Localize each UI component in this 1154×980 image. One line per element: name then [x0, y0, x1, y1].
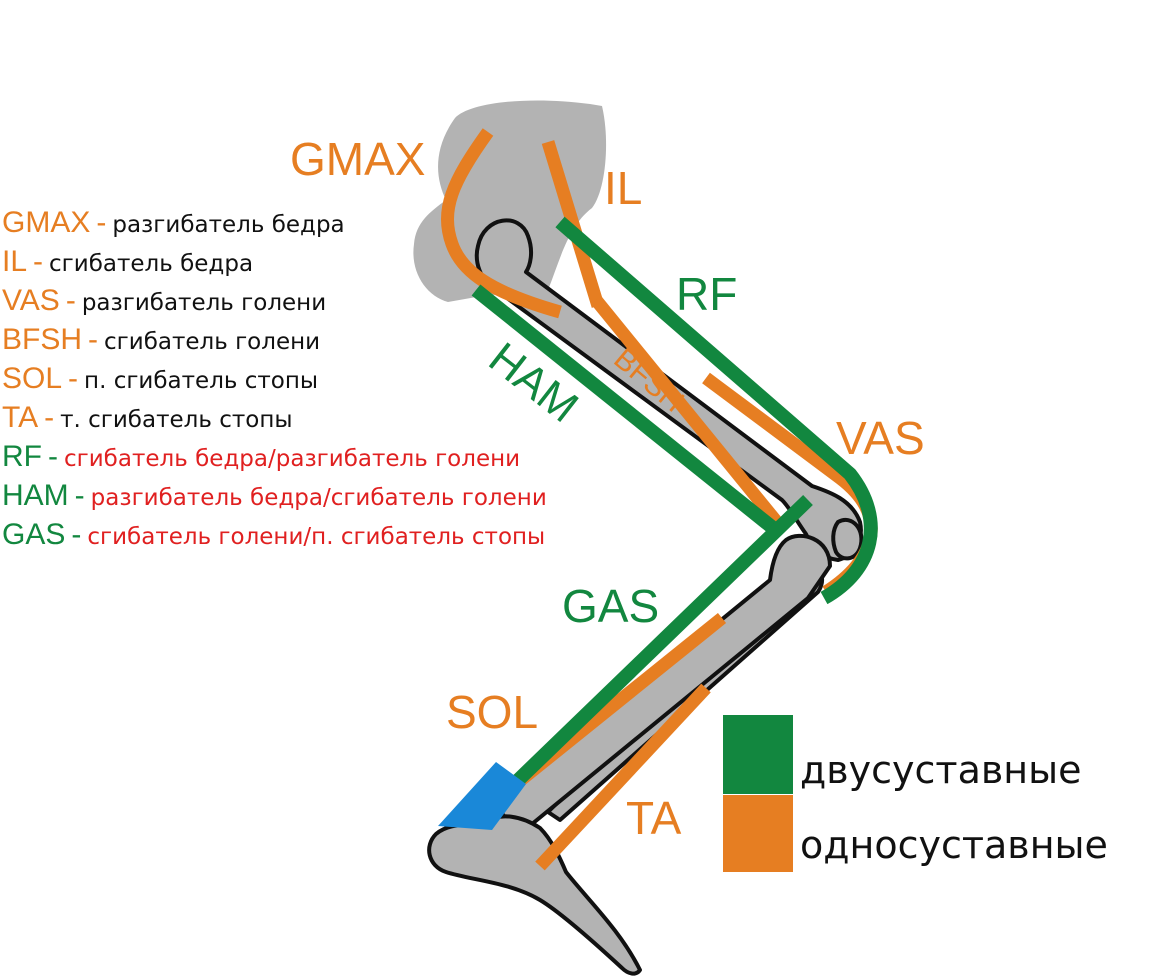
legend-description: сгибатель голени/п. сгибатель стопы: [87, 524, 546, 550]
muscle-gmax: [441, 128, 562, 319]
legend-separator: -: [74, 479, 85, 512]
legend-item: GMAX-разгибатель бедра: [2, 203, 547, 242]
legend-description: разгибатель бедра/сгибатель голени: [90, 485, 547, 511]
label-vas: VAS: [836, 412, 925, 464]
label-gmax: GMAX: [290, 133, 425, 185]
legend-description: т. сгибатель стопы: [60, 407, 293, 433]
legend-description: сгибатель бедра/разгибатель голени: [64, 446, 521, 472]
legend-separator: -: [44, 401, 55, 434]
legend-separator: -: [48, 440, 58, 473]
swatch-label-two-joint: двусуставные: [800, 748, 1082, 792]
legend-item: TA-т. сгибатель стопы: [2, 398, 547, 437]
legend-separator: -: [71, 518, 82, 551]
label-rf: RF: [676, 268, 737, 320]
legend-abbr: GAS: [2, 518, 66, 551]
heel-marker: [438, 762, 526, 830]
legend-separator: -: [33, 245, 44, 278]
patella: [831, 518, 864, 561]
legend-item: HAM-разгибатель бедра/сгибатель голени: [2, 476, 547, 515]
legend-item: VAS-разгибатель голени: [2, 281, 547, 320]
legend-item: IL-сгибатель бедра: [2, 242, 547, 281]
swatch-two-joint: [723, 715, 793, 794]
muscle-ta: [535, 683, 711, 871]
legend-item: RF-сгибатель бедра/разгибатель голени: [2, 437, 547, 476]
legend-item: GAS-сгибатель голени/п. сгибатель стопы: [2, 515, 547, 554]
legend-abbr: GMAX: [2, 206, 91, 239]
legend-description: сгибатель голени: [104, 329, 321, 355]
legend-abbr: RF: [2, 440, 42, 473]
label-il: IL: [604, 162, 642, 214]
legend-separator: -: [96, 206, 107, 239]
legend-description: сгибатель бедра: [49, 251, 254, 277]
foot: [427, 814, 642, 976]
legend-abbr: TA: [2, 401, 39, 434]
label-sol: SOL: [446, 686, 538, 738]
legend-abbr: BFSH: [2, 323, 83, 356]
label-ta: TA: [626, 792, 682, 844]
legend-abbr: HAM: [2, 479, 69, 512]
legend-description: разгибатель голени: [81, 290, 327, 316]
label-gas: GAS: [562, 580, 659, 632]
legend-separator: -: [68, 362, 79, 395]
legend-item: SOL-п. сгибатель стопы: [2, 359, 547, 398]
swatch-one-joint: [723, 795, 793, 872]
legend-item: BFSH-сгибатель голени: [2, 320, 547, 359]
muscle-il: [541, 140, 605, 308]
legend-abbr: IL: [2, 245, 28, 278]
legend-abbr: VAS: [2, 284, 60, 317]
legend-separator: -: [88, 323, 99, 356]
muscle-gas: [505, 494, 813, 794]
swatch-label-one-joint: односуставные: [800, 823, 1108, 867]
muscle-rf: [555, 216, 878, 605]
legend-description: разгибатель бедра: [112, 212, 345, 238]
muscle-bfsh: [590, 295, 786, 531]
legend-separator: -: [65, 284, 76, 317]
legend-description: п. сгибатель стопы: [84, 368, 319, 394]
muscle-ham: [471, 284, 783, 538]
legend-abbr: SOL: [2, 362, 63, 395]
